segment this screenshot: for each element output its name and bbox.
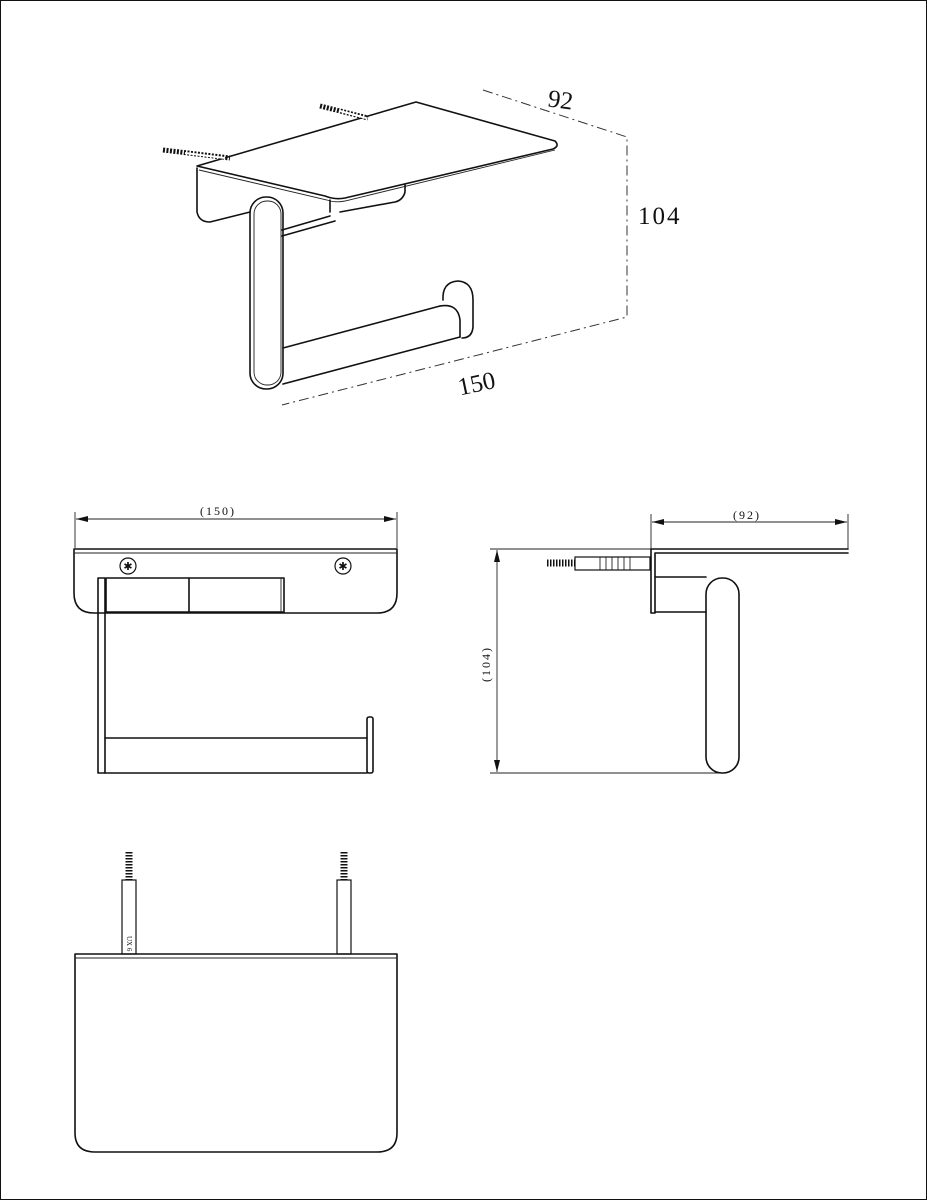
svg-text:✱: ✱ [123,560,132,573]
screw-head-icon [334,557,352,575]
iso-screw-1 [162,147,231,161]
screw-head-icon [119,557,137,575]
side-height-label: (104) [479,646,493,682]
front-width-label: (150) [200,504,236,518]
iso-depth-label: 92 [546,85,575,115]
dowel-marking: UX 6 [125,936,133,952]
top-view: UX 6 [74,852,398,1153]
side-depth-label: (92) [733,508,761,522]
iso-screw-2 [319,103,369,121]
top-screw-2 [336,852,352,955]
isometric-view: 92 104 150 [162,85,682,406]
svg-text:✱: ✱ [338,560,347,573]
iso-height-label: 104 [638,203,682,230]
side-screw [547,556,651,571]
side-view: (92) (104) [479,508,849,774]
front-view: (150) ✱ ✱ [73,504,398,774]
iso-width-label: 150 [456,367,498,401]
top-screw-1: UX 6 [121,852,137,955]
